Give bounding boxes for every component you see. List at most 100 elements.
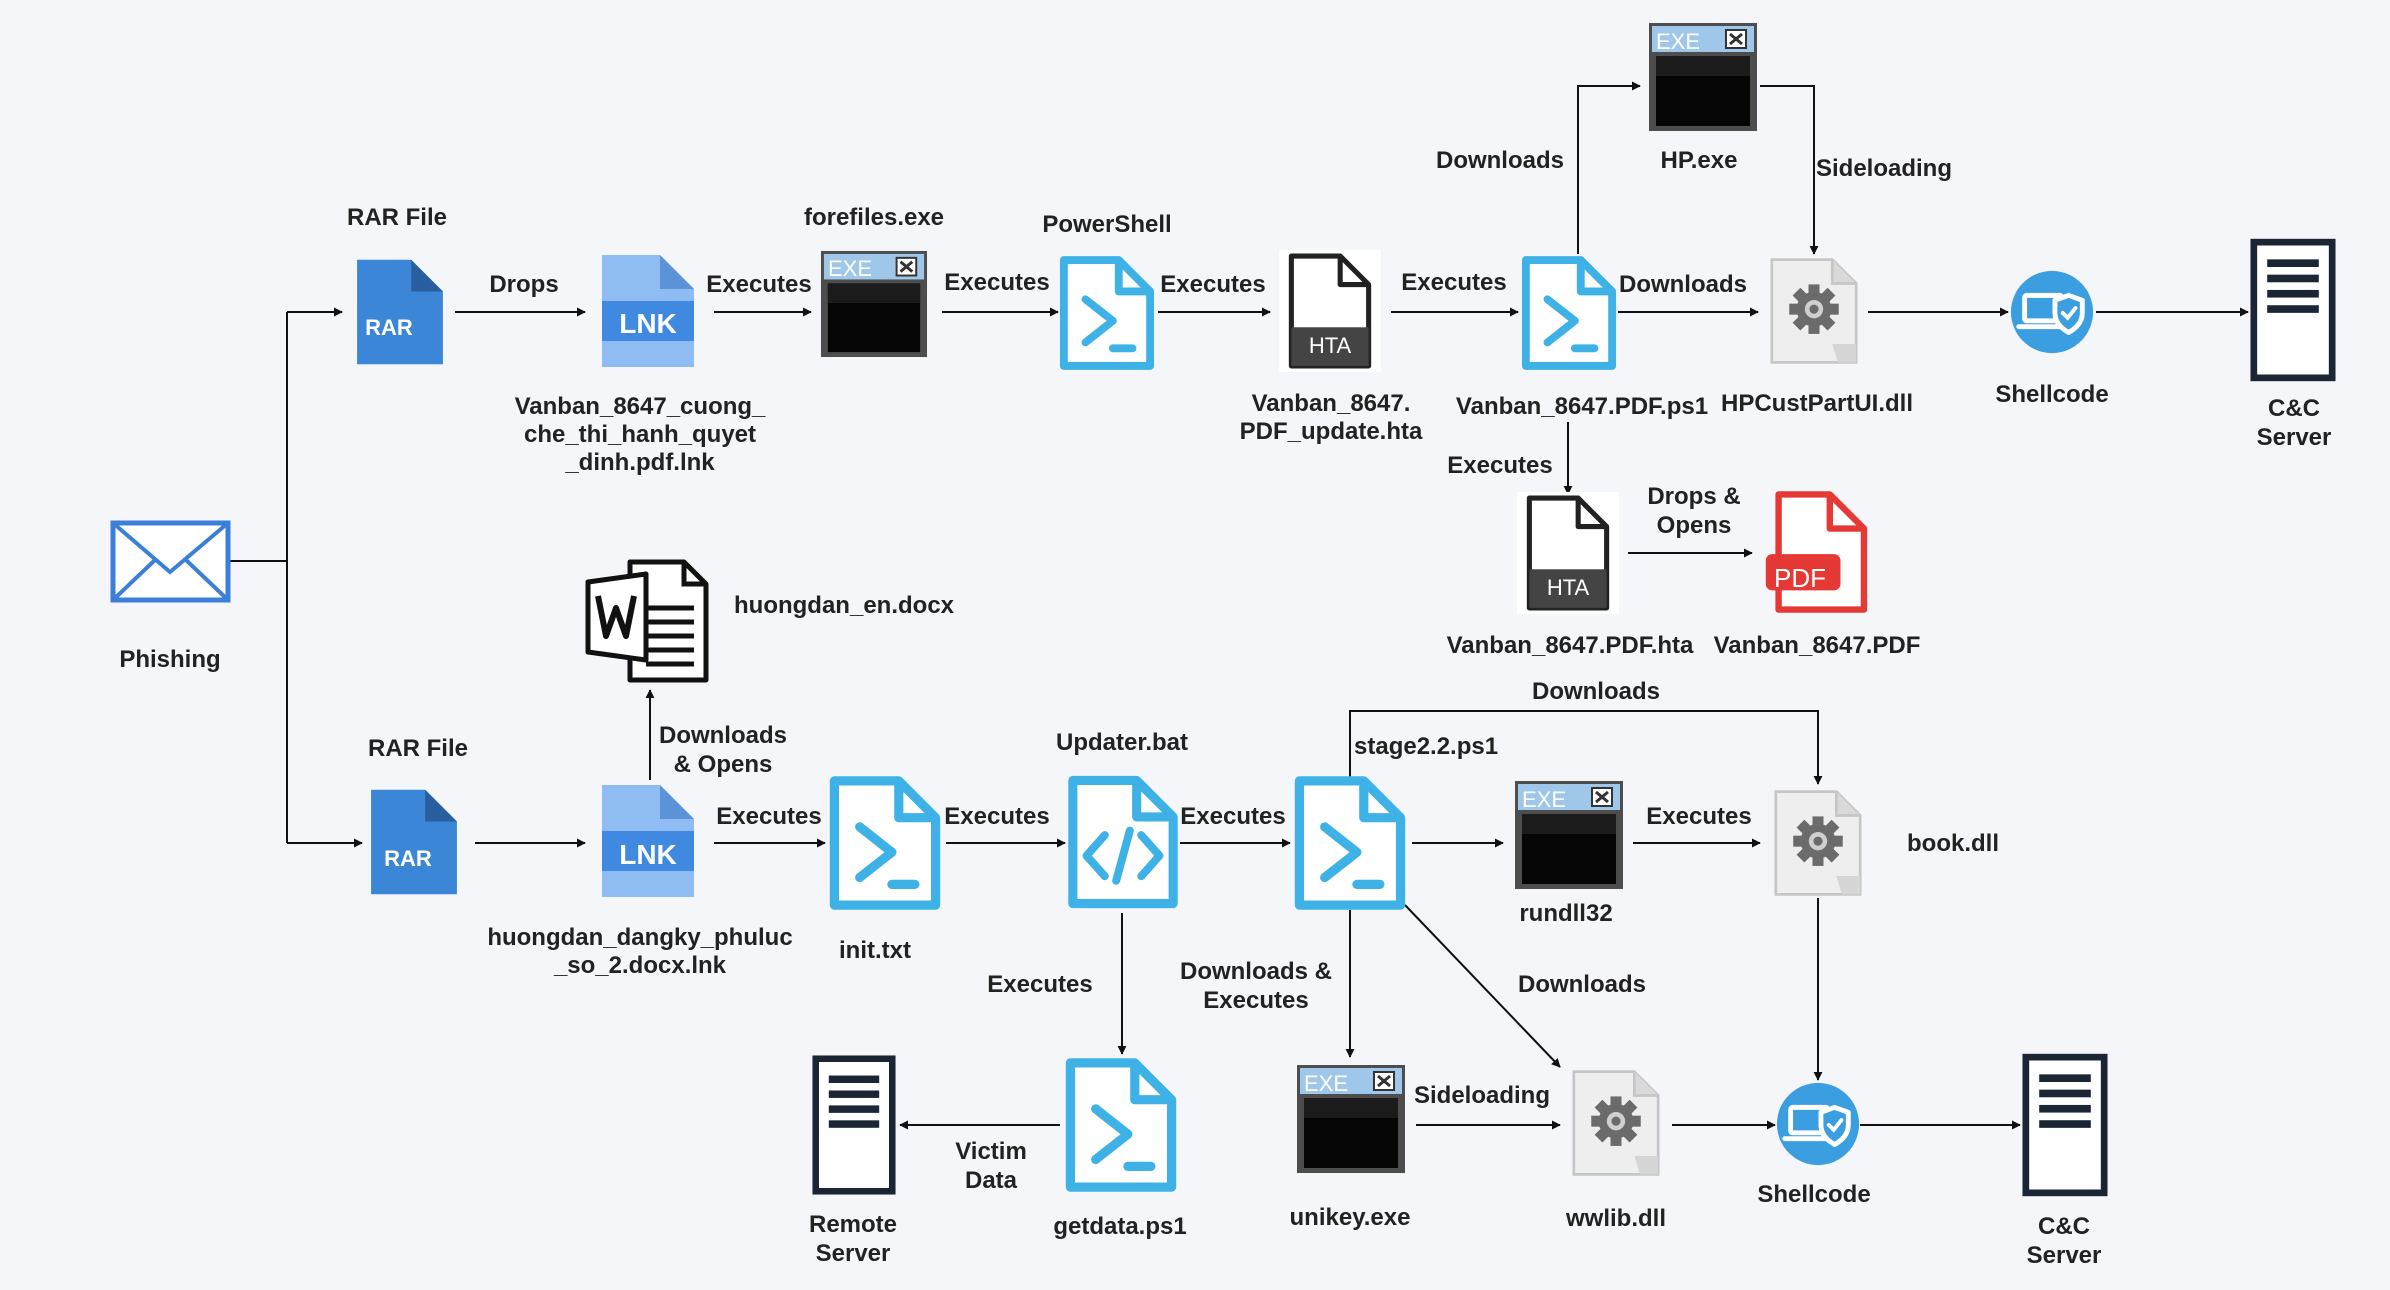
label-downloads-dll: Downloads [1619,271,1747,298]
pdf-node: PDF Vanban_8647.PDF [1714,494,1921,659]
hta-pdf-node: HTA Vanban_8647.PDF.hta [1447,492,1694,659]
powershell-script-icon [1064,260,1150,366]
rundll-node: EXE rundll32 [1515,781,1623,927]
rar-bottom-node: RAR File RAR [368,735,468,894]
label-executes-hta: Executes [1401,269,1506,296]
shield-laptop-icon [1777,1083,1859,1165]
updater-node: Updater.bat [1056,729,1188,904]
label-executes-init: Executes [716,803,821,830]
label-sideloading-bottom: Sideloading [1414,1082,1550,1109]
label-executes-bat: Executes [944,803,1049,830]
powershell-node: PowerShell [1042,211,1172,366]
hta-update-node: HTA Vanban_8647. PDF_update.hta [1240,250,1423,445]
pdf-label: Vanban_8647.PDF [1714,632,1921,659]
lnk-bottom-label-2: _so_2.docx.lnk [553,952,727,979]
powershell-script-icon [834,781,935,905]
label-downloads-opens-2: & Opens [674,751,773,778]
label-downloads-executes-2: Executes [1203,987,1308,1014]
shellcode-bottom-label: Shellcode [1757,1181,1870,1208]
lnk-bottom-tag: LNK [619,839,677,870]
getdata-node: getdata.ps1 [1053,1063,1187,1240]
rundll-label: rundll32 [1519,900,1612,927]
forefiles-exe-tag: EXE [828,256,872,281]
label-downloads-opens-1: Downloads [659,722,787,749]
cc-top-label-1: C&C [2268,395,2320,422]
rar-top-label: RAR File [347,204,447,231]
updater-label: Updater.bat [1056,729,1188,756]
lnk-bottom-node: LNK huongdan_dangky_phuluc _so_2.docx.ln… [487,785,793,979]
cc-bottom-label-1: C&C [2038,1213,2090,1240]
label-executes-fore: Executes [944,269,1049,296]
lnk-top-node: LNK Vanban_8647_cuong_ che_thi_hanh_quye… [515,255,766,476]
server-icon [2254,242,2332,378]
stage2-node: stage2.2.ps1 [1299,733,1498,905]
batch-code-icon [1073,780,1173,903]
ps1-main-node: Vanban_8647.PDF.ps1 [1456,260,1708,420]
hta-pdf-label: Vanban_8647.PDF.hta [1447,632,1694,659]
hp-exe-label: HP.exe [1661,147,1738,174]
shellcode-bottom-node: Shellcode [1757,1083,1871,1208]
cc-bottom-node: C&C Server [2026,1057,2104,1269]
forefiles-label: forefiles.exe [804,204,944,231]
powershell-script-icon [1526,260,1612,366]
label-downloads-book: Downloads [1532,678,1660,705]
edge-downloads-wwlib [1404,904,1561,1068]
lnk-top-tag: LNK [619,308,677,339]
rar-bottom-tag: RAR [384,846,432,871]
dll-gear-file-icon [1574,1072,1658,1175]
unikey-label: unikey.exe [1290,1204,1411,1231]
cc-top-node: C&C Server [2254,242,2332,451]
book-node: book.dll [1776,792,1999,895]
rundll-exe-tag: EXE [1522,787,1566,812]
book-label: book.dll [1907,830,1999,857]
hp-exe-node: EXE HP.exe [1649,23,1757,174]
label-drops-opens-1: Drops & [1647,483,1740,510]
label-executes-ps: Executes [1160,271,1265,298]
shellcode-top-label: Shellcode [1995,381,2108,408]
label-downloads-executes-1: Downloads & [1180,958,1332,985]
hta-update-label-2: PDF_update.hta [1240,418,1423,445]
lnk-top-label-2: che_thi_hanh_quyet [524,421,756,448]
docx-node: huongdan_en.docx [588,562,955,680]
mail-envelope-icon [110,520,231,603]
label-victim-data-2: Data [965,1167,1018,1194]
remote-server-node: Remote Server [809,1059,897,1267]
ps1-main-label: Vanban_8647.PDF.ps1 [1456,393,1708,420]
shield-laptop-icon [2011,271,2093,353]
lnk-top-label-1: Vanban_8647_cuong_ [515,393,766,420]
wwlib-label: wwlib.dll [1565,1205,1666,1232]
remote-label-1: Remote [809,1211,897,1238]
label-executes-hta2: Executes [1447,452,1552,479]
forefiles-node: forefiles.exe EXE [804,204,944,357]
powershell-script-icon [1299,781,1400,905]
dll-gear-file-icon [1772,260,1856,363]
remote-label-2: Server [816,1240,891,1267]
edges [230,81,2249,1130]
shellcode-top-node: Shellcode [1995,271,2109,408]
rar-bottom-label: RAR File [368,735,468,762]
powershell-label: PowerShell [1042,211,1171,238]
edge-downloads-book [1349,710,1823,785]
label-victim-data-1: Victim [955,1138,1027,1165]
cc-top-label-2: Server [2257,424,2332,451]
phishing-label: Phishing [119,646,220,673]
hp-exe-tag: EXE [1656,29,1700,54]
hta-update-tag: HTA [1309,333,1352,358]
label-sideloading-top: Sideloading [1816,155,1952,182]
pdf-tag: PDF [1774,563,1826,593]
unikey-node: EXE unikey.exe [1290,1065,1411,1231]
word-document-icon [588,562,706,680]
init-label: init.txt [839,937,911,964]
label-executes-rundll: Executes [1646,803,1751,830]
label-drops: Drops [489,271,558,298]
hpcust-label: HPCustPartUI.dll [1721,390,1913,417]
rar-file-icon [357,260,443,365]
hta-pdf-tag: HTA [1547,575,1590,600]
edge-sideloading-top [1760,85,1819,255]
label-executes-stage2: Executes [1180,803,1285,830]
edge-labels: Drops Executes Executes Executes Execute… [489,147,1952,1194]
label-downloads-wwlib: Downloads [1518,971,1646,998]
getdata-label: getdata.ps1 [1053,1213,1186,1240]
powershell-script-icon [1070,1063,1171,1187]
